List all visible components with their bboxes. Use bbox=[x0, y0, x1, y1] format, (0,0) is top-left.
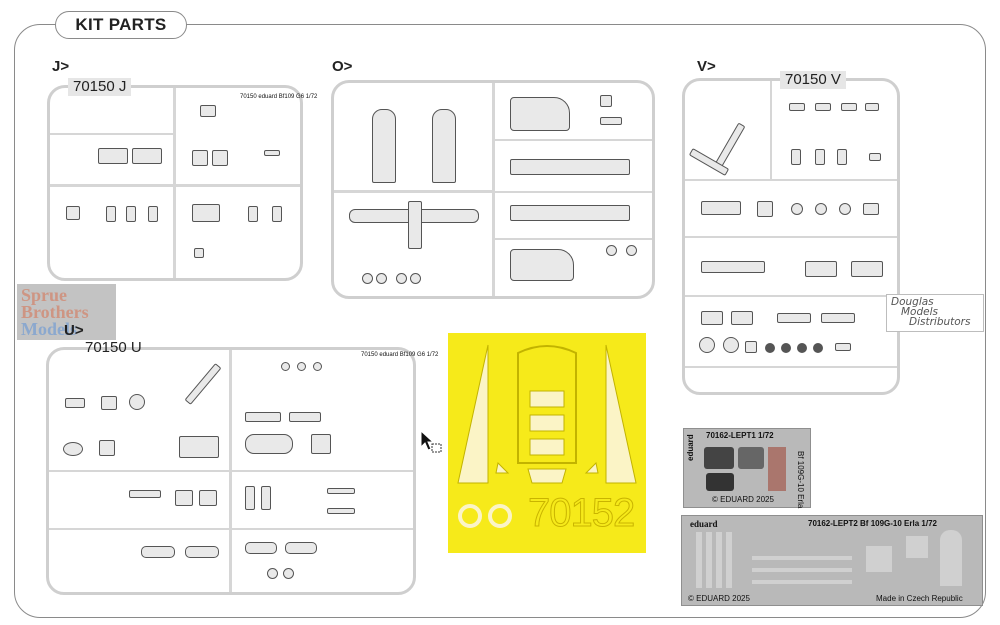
sprue-u-moulding-text: 70150 eduard Bf109 G6 1/72 bbox=[361, 352, 439, 358]
pe-fret-2: eduard 70162-LEPT2 Bf 109G-10 Erla 1/72 … bbox=[681, 515, 983, 606]
mask-shapes bbox=[457, 344, 637, 528]
watermark-line-1: Sprue bbox=[21, 285, 68, 305]
sprue-o-label: O> bbox=[332, 58, 353, 75]
sprue-u-code: 70150 U bbox=[85, 339, 142, 356]
sprue-j-label: J> bbox=[52, 58, 70, 75]
mouse-pointer-icon bbox=[420, 429, 446, 461]
watermark-line-2: Brothers bbox=[21, 302, 89, 322]
pe1-vertical-text: Bf 109G-10 Erla bbox=[796, 451, 805, 509]
pe2-copyright: © EDUARD 2025 bbox=[688, 594, 750, 603]
watermark-line-3: Models bbox=[21, 319, 77, 339]
douglas-models-watermark: Douglas Models Distributors bbox=[886, 294, 984, 332]
pe2-made-in: Made in Czech Republic bbox=[876, 594, 963, 603]
page-title: KIT PARTS bbox=[55, 11, 187, 39]
pe-fret-1: 70162-LEPT1 1/72 eduard Bf 109G-10 Erla … bbox=[683, 428, 811, 508]
sprue-v-label: V> bbox=[697, 58, 716, 75]
sprue-v-code: 70150 V bbox=[780, 71, 846, 89]
sprue-o bbox=[331, 80, 655, 299]
canopy-mask-sheet: 70152 bbox=[448, 333, 646, 553]
sprue-j-code: 70150 J bbox=[68, 78, 132, 96]
mask-code: 70152 bbox=[527, 491, 635, 536]
sprue-u: 70150 eduard Bf109 G6 1/72 bbox=[46, 347, 438, 595]
sprue-v bbox=[682, 78, 900, 395]
pe2-code: 70162-LEPT2 Bf 109G-10 Erla 1/72 bbox=[808, 519, 937, 528]
sprue-j: 70150 eduard Bf109 G6 1/72 bbox=[47, 85, 317, 281]
dmd-line-1: Douglas bbox=[891, 296, 934, 308]
sprue-brothers-watermark: Sprue Brothers Models bbox=[17, 284, 116, 340]
pe1-brand: eduard bbox=[686, 434, 695, 461]
pe2-brand: eduard bbox=[690, 519, 718, 529]
sprue-j-moulding-text: 70150 eduard Bf109 G6 1/72 bbox=[240, 94, 318, 100]
pe1-code: 70162-LEPT1 1/72 bbox=[706, 431, 774, 440]
dmd-line-2: Models bbox=[901, 306, 938, 318]
pe1-copyright: © EDUARD 2025 bbox=[712, 495, 774, 504]
dmd-line-3: Distributors bbox=[909, 316, 971, 328]
sprue-u-label: U> bbox=[64, 322, 84, 339]
